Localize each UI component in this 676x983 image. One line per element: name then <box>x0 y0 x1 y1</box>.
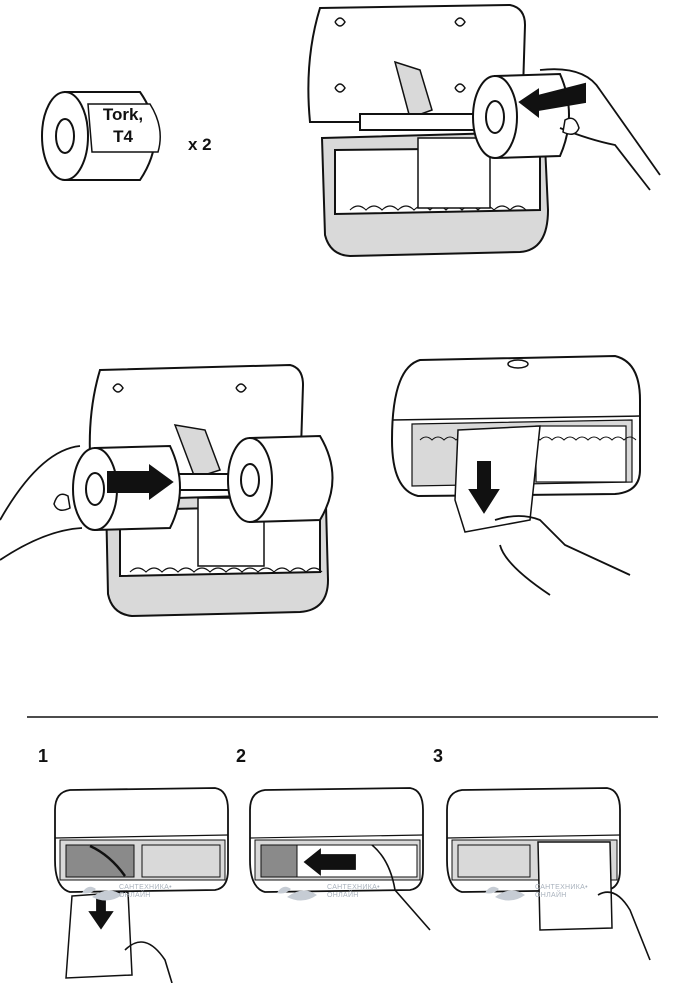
roll-quantity: x 2 <box>188 135 212 154</box>
roll-brand: Tork, <box>102 105 144 124</box>
roll-model: T4 <box>113 127 133 146</box>
watermark-text-2: САНТЕХНИКА• ОНЛАЙН <box>327 884 380 899</box>
step-1-illustration <box>54 787 229 983</box>
watermark-logo <box>82 886 525 901</box>
dispenser-open-insert-right <box>307 3 661 258</box>
roll-label: Tork, T4 <box>92 104 154 148</box>
watermark-text-1: САНТЕХНИКА• ОНЛАЙН <box>119 884 172 899</box>
step-3-illustration <box>446 787 651 961</box>
step-number-3: 3 <box>433 746 444 766</box>
watermark-text-3: САНТЕХНИКА• ОНЛАЙН <box>535 884 588 899</box>
dispenser-closed-pull-paper <box>390 354 641 596</box>
step-2-illustration <box>249 787 431 931</box>
toilet-roll-illustration <box>41 91 161 181</box>
step-number-2: 2 <box>236 746 247 766</box>
step-number-1: 1 <box>38 746 49 766</box>
dispenser-open-insert-left <box>0 363 334 618</box>
